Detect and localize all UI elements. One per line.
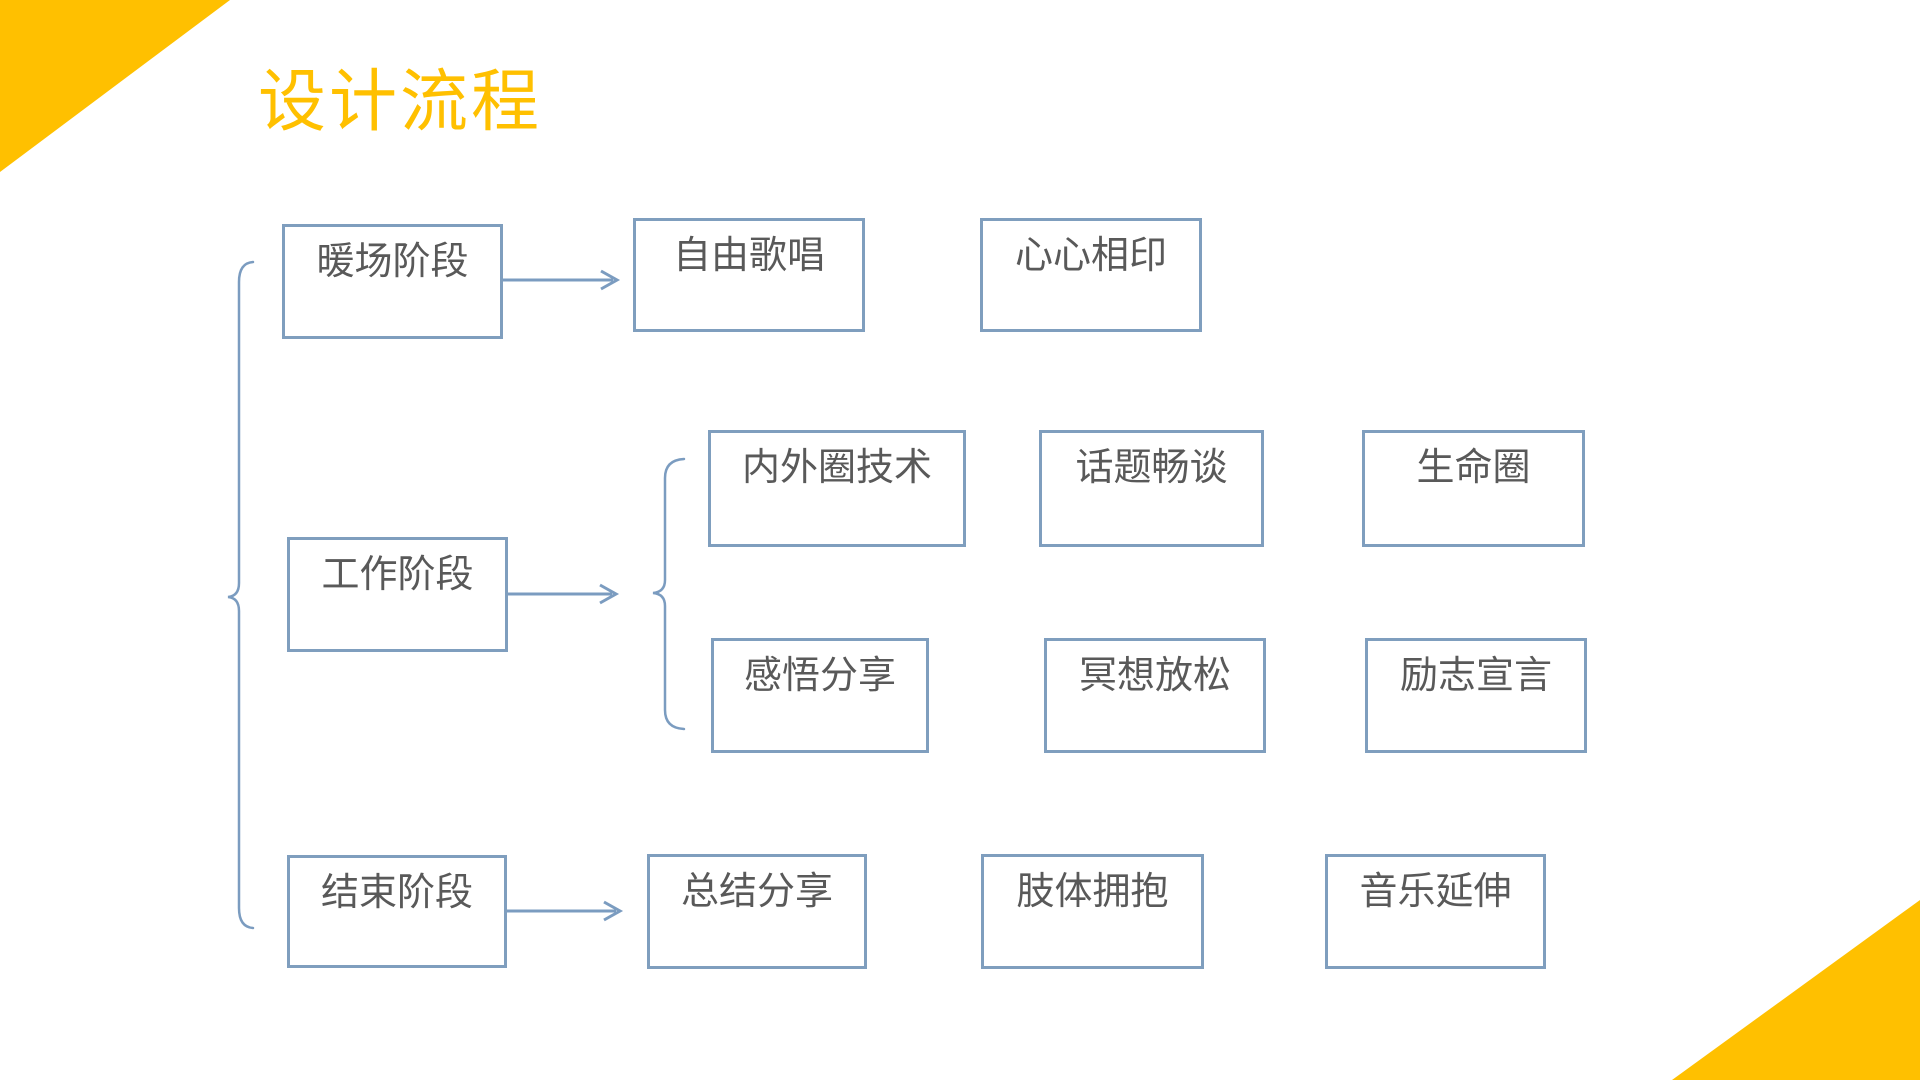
corner-triangle-top-left [0,0,230,172]
activity-box-insight-sharing: 感悟分享 [711,638,929,753]
activity-box-music-extension: 音乐延伸 [1325,854,1546,969]
activity-box-body-hug: 肢体拥抱 [981,854,1204,969]
activity-label: 总结分享 [680,871,833,913]
activity-box-inspirational-motto: 励志宣言 [1365,638,1587,753]
activity-label: 励志宣言 [1399,655,1552,697]
activity-label: 冥想放松 [1078,655,1231,697]
stage-box-work: 工作阶段 [287,537,508,652]
activity-label: 话题畅谈 [1075,447,1228,489]
arrow-end-head [603,900,624,922]
activity-box-meditation-relax: 冥想放松 [1044,638,1266,753]
activity-box-inner-outer-circle: 内外圈技术 [708,430,966,547]
activity-box-heart-to-heart: 心心相印 [980,218,1202,332]
activity-label: 感悟分享 [743,655,896,697]
activity-label: 肢体拥抱 [1016,871,1169,913]
stage-box-warmup: 暖场阶段 [282,224,503,339]
activity-box-topic-talk: 话题畅谈 [1039,430,1264,547]
activity-box-life-circle: 生命圈 [1362,430,1585,547]
corner-triangle-bottom-right [1672,900,1920,1080]
stage-label: 结束阶段 [320,872,473,914]
stage-box-ending: 结束阶段 [287,855,507,968]
activity-label: 生命圈 [1416,447,1531,489]
activity-label: 内外圈技术 [741,447,932,489]
left-brace [227,260,255,930]
stage-label: 工作阶段 [321,554,474,596]
activity-box-summary-sharing: 总结分享 [647,854,867,969]
arrow-warm-head [600,269,621,291]
activity-box-free-singing: 自由歌唱 [633,218,865,332]
work-activities-brace [652,457,686,731]
activity-label: 音乐延伸 [1359,871,1512,913]
stage-label: 暖场阶段 [316,241,469,283]
activity-label: 心心相印 [1014,235,1167,277]
arrow-work-head [599,583,620,605]
activity-label: 自由歌唱 [672,235,825,277]
page-title: 设计流程 [258,64,543,140]
